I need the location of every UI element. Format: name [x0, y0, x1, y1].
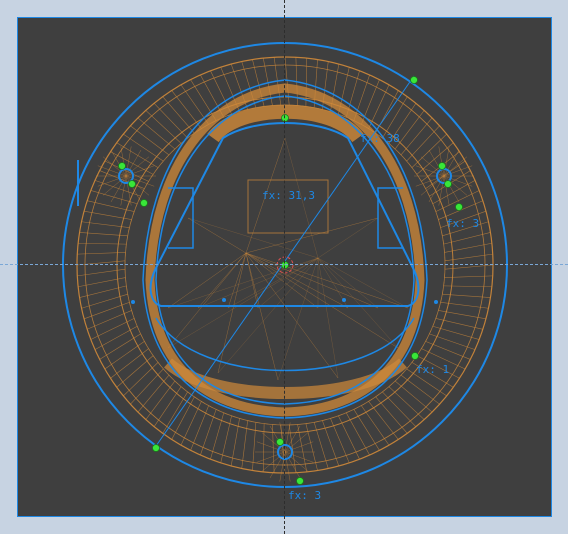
inner-profile[interactable] [155, 95, 415, 405]
point-bottom-left[interactable] [152, 444, 160, 452]
midpoint-far-right[interactable] [434, 300, 438, 304]
midpoint-left[interactable] [222, 298, 226, 302]
right-slot[interactable] [377, 187, 403, 249]
point-right-slot[interactable] [455, 203, 463, 211]
origin-marker[interactable] [276, 256, 294, 274]
midpoint-right[interactable] [342, 298, 346, 302]
lower-arc[interactable] [155, 317, 415, 372]
point-left-hole-a[interactable] [118, 162, 126, 170]
left-slot[interactable] [168, 187, 194, 249]
sketch-midpoints[interactable] [131, 298, 438, 304]
vertical-axis-line [284, 0, 285, 534]
point-top-right[interactable] [410, 76, 418, 84]
point-lower-right[interactable] [411, 352, 419, 360]
point-left-hole-b[interactable] [128, 180, 136, 188]
mesh-wireframe [76, 56, 494, 482]
point-bottom-hole[interactable] [276, 438, 284, 446]
hole-bottom[interactable] [277, 444, 293, 460]
outer-profile[interactable] [142, 79, 428, 419]
point-left-slot[interactable] [140, 199, 148, 207]
point-top[interactable] [281, 114, 289, 122]
sketch-canvas[interactable]: fx: 31,3 fx: 38 fx: 3 fx: 1 fx: 3 [18, 18, 552, 517]
point-bottom[interactable] [296, 477, 304, 485]
dimension-top-right-label[interactable]: fx: 38 [360, 132, 400, 145]
sketch-points[interactable] [118, 76, 463, 485]
dimension-bottom-label[interactable]: fx: 3 [288, 489, 321, 502]
midpoint-far-left[interactable] [131, 300, 135, 304]
point-origin[interactable] [281, 261, 289, 269]
dimension-lower-right-label[interactable]: fx: 1 [416, 363, 449, 376]
hole-left[interactable] [118, 168, 134, 184]
point-right-hole-b[interactable] [444, 180, 452, 188]
diagonal-construction-line[interactable] [155, 75, 415, 447]
dimension-right-label[interactable]: fx: 3 [446, 217, 479, 230]
sketch-geometry[interactable] [62, 42, 508, 488]
dimension-center-label[interactable]: fx: 31,3 [262, 189, 315, 202]
triangle-profile[interactable] [149, 122, 420, 307]
point-right-hole-a[interactable] [438, 162, 446, 170]
outer-circle[interactable] [62, 42, 508, 488]
